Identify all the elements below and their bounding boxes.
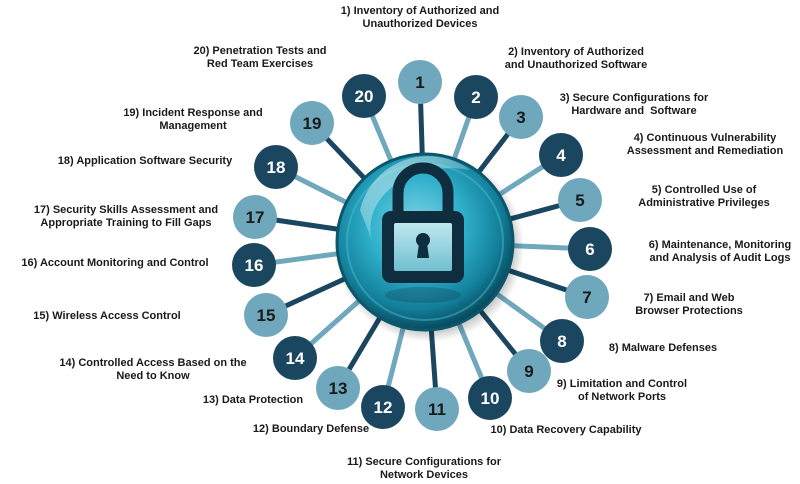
control-node-7: 7	[565, 275, 609, 319]
control-node-16: 16	[232, 243, 276, 287]
control-number: 20	[355, 87, 374, 106]
control-node-9: 9	[507, 349, 551, 393]
control-number: 3	[516, 108, 525, 127]
control-node-8: 8	[540, 319, 584, 363]
control-node-13: 13	[316, 366, 360, 410]
control-number: 17	[246, 208, 265, 227]
control-label-12: 12) Boundary Defense	[252, 423, 370, 435]
control-node-20: 20	[342, 74, 386, 118]
control-number: 2	[471, 88, 480, 107]
control-number: 11	[428, 400, 446, 419]
control-number: 9	[524, 362, 533, 381]
control-node-3: 3	[499, 95, 543, 139]
control-label-1: 1) Inventory of Authorized and Unauthori…	[340, 5, 500, 30]
control-number: 13	[329, 379, 348, 398]
control-number: 1	[415, 73, 424, 92]
control-label-9: 9) Limitation and Control of Network Por…	[556, 378, 688, 403]
control-node-6: 6	[568, 227, 612, 271]
control-number: 15	[257, 306, 276, 325]
control-node-2: 2	[454, 75, 498, 119]
control-label-15: 15) Wireless Access Control	[33, 310, 181, 322]
control-node-14: 14	[273, 336, 317, 380]
control-number: 5	[575, 191, 584, 210]
control-node-17: 17	[233, 195, 277, 239]
control-label-14: 14) Controlled Access Based on the Need …	[59, 357, 247, 382]
control-number: 14	[286, 349, 305, 368]
control-node-5: 5	[558, 178, 602, 222]
control-node-4: 4	[539, 133, 583, 177]
control-number: 4	[556, 146, 566, 165]
control-number: 19	[303, 114, 322, 133]
control-number: 7	[582, 288, 591, 307]
control-label-2: 2) Inventory of Authorized and Unauthori…	[504, 46, 648, 71]
control-number: 18	[267, 158, 286, 177]
control-node-19: 19	[290, 101, 334, 145]
padlock-icon	[382, 162, 464, 303]
control-label-17: 17) Security Skills Assessment and Appro…	[33, 204, 219, 229]
control-label-5: 5) Controlled Use of Administrative Priv…	[638, 184, 770, 209]
control-label-3: 3) Secure Configurations for Hardware an…	[559, 92, 709, 117]
center-sphere	[334, 152, 524, 342]
control-label-18: 18) Application Software Security	[57, 155, 233, 167]
control-node-10: 10	[468, 376, 512, 420]
control-number: 10	[481, 389, 500, 408]
control-number: 8	[557, 332, 566, 351]
control-label-16: 16) Account Monitoring and Control	[21, 257, 209, 269]
control-number: 16	[245, 256, 264, 275]
control-label-4: 4) Continuous Vulnerability Assessment a…	[626, 132, 784, 157]
control-label-6: 6) Maintenance, Monitoring and Analysis …	[648, 239, 792, 264]
control-node-11: 11	[415, 387, 459, 431]
control-label-8: 8) Malware Defenses	[608, 342, 718, 354]
control-node-18: 18	[254, 145, 298, 189]
control-node-12: 12	[361, 385, 405, 429]
control-node-15: 15	[244, 293, 288, 337]
control-label-20: 20) Penetration Tests and Red Team Exerc…	[193, 45, 327, 70]
control-number: 6	[585, 240, 594, 259]
control-label-11: 11) Secure Configurations for Network De…	[346, 456, 502, 481]
control-node-1: 1	[398, 60, 442, 104]
control-label-7: 7) Email and Web Browser Protections	[635, 292, 743, 317]
control-label-19: 19) Incident Response and Management	[123, 107, 263, 132]
control-label-10: 10) Data Recovery Capability	[490, 424, 642, 436]
control-label-13: 13) Data Protection	[202, 394, 304, 406]
control-number: 12	[374, 398, 393, 417]
